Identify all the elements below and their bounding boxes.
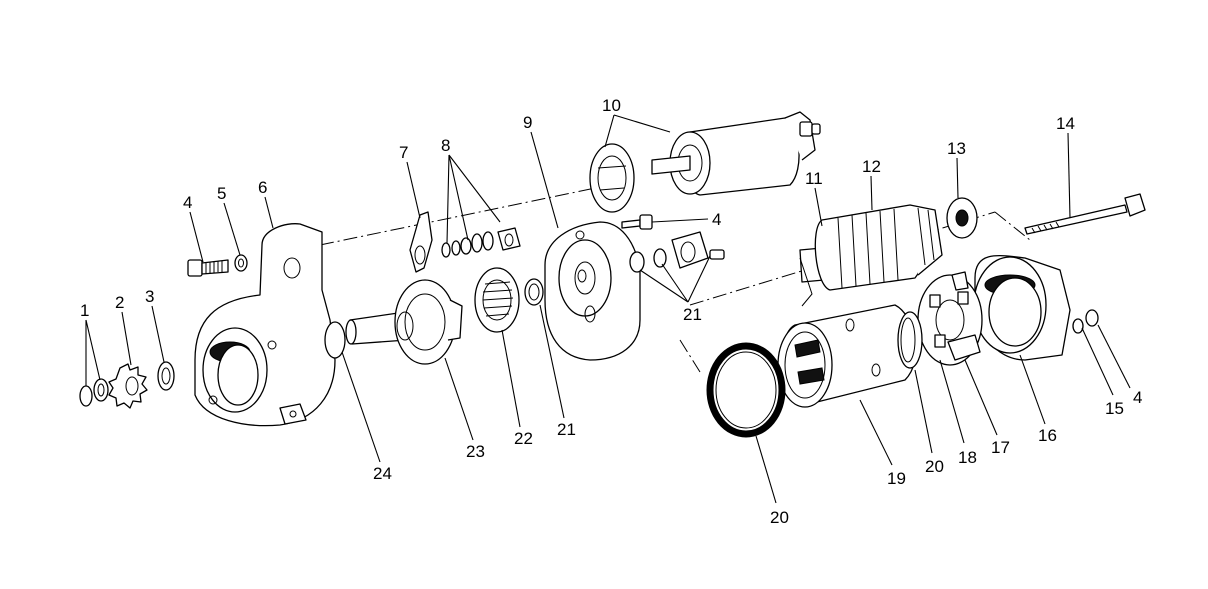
label-20-right: 20 bbox=[925, 457, 944, 476]
part-20-seal-large bbox=[706, 342, 786, 438]
part-5-washer bbox=[234, 254, 248, 272]
part-21-group-right bbox=[629, 231, 725, 273]
label-3: 3 bbox=[145, 287, 154, 306]
label-12: 12 bbox=[862, 157, 881, 176]
label-5: 5 bbox=[217, 184, 226, 203]
part-20-seal-right bbox=[897, 311, 923, 369]
assembly-axis-lines bbox=[319, 184, 1031, 373]
part-22-pinion-clutch bbox=[474, 267, 520, 333]
label-10: 10 bbox=[602, 96, 621, 115]
label-21-right: 21 bbox=[683, 305, 702, 324]
part-6-drive-housing bbox=[194, 223, 346, 427]
label-6: 6 bbox=[258, 178, 267, 197]
label-9: 9 bbox=[523, 113, 532, 132]
label-21-mid: 21 bbox=[557, 420, 576, 439]
label-11: 11 bbox=[805, 169, 823, 188]
label-4-mid: 4 bbox=[712, 210, 721, 229]
part-21-ring-mid bbox=[524, 278, 544, 306]
part-13-bearing bbox=[946, 197, 978, 239]
part-10-solenoid bbox=[589, 111, 821, 213]
part-11-12-armature bbox=[799, 204, 943, 307]
part-9-bearing-plate bbox=[544, 221, 641, 361]
label-18: 18 bbox=[958, 448, 977, 467]
part-14-through-bolt bbox=[1024, 193, 1146, 235]
label-8: 8 bbox=[441, 136, 450, 155]
label-4-left: 4 bbox=[183, 193, 192, 212]
label-20-bottom: 20 bbox=[770, 508, 789, 527]
callout-labels: 1 2 3 4 5 6 7 8 9 10 4 11 12 13 14 21 24… bbox=[80, 96, 1142, 527]
label-17: 17 bbox=[991, 438, 1010, 457]
label-22: 22 bbox=[514, 429, 533, 448]
part-4-screw-mid bbox=[621, 214, 653, 230]
label-4-right: 4 bbox=[1133, 388, 1142, 407]
part-19-field-frame bbox=[777, 304, 917, 408]
part-3-ring bbox=[157, 361, 175, 391]
part-8-springs bbox=[441, 227, 521, 258]
label-14: 14 bbox=[1056, 114, 1075, 133]
part-4-bolt-left bbox=[187, 259, 229, 277]
part-1-circlips bbox=[79, 378, 109, 407]
part-15-washer-4-screw bbox=[1072, 309, 1099, 334]
label-23: 23 bbox=[466, 442, 485, 461]
label-15: 15 bbox=[1105, 399, 1124, 418]
label-24: 24 bbox=[373, 464, 392, 483]
part-23-shaft bbox=[345, 279, 463, 365]
label-2: 2 bbox=[115, 293, 124, 312]
leader-lines bbox=[85, 114, 1131, 504]
part-7-fork-lever bbox=[409, 211, 433, 273]
part-2-pinion bbox=[108, 363, 148, 409]
label-7: 7 bbox=[399, 143, 408, 162]
label-16: 16 bbox=[1038, 426, 1057, 445]
label-1: 1 bbox=[80, 301, 89, 320]
part-17-18-brush-holder bbox=[917, 271, 983, 366]
label-19: 19 bbox=[887, 469, 906, 488]
label-13: 13 bbox=[947, 139, 966, 158]
part-16-end-cap bbox=[973, 254, 1071, 361]
